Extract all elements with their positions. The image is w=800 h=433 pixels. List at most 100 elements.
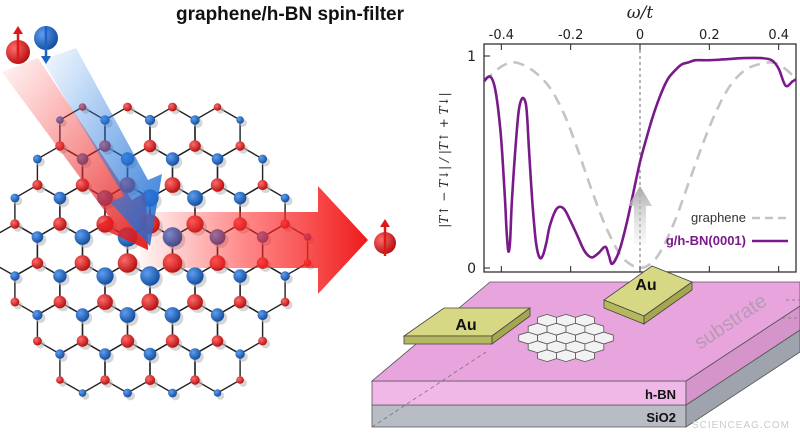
x-axis-label: ω/t [627,3,654,23]
au-left-front [403,335,493,345]
figure-title: graphene/h-BN spin-filter [176,4,405,25]
au-right-label: Au [635,277,656,294]
nitrogen-atom [233,191,247,205]
boron-atom [74,255,91,271]
nitrogen-atom [123,388,132,398]
boron-atom [213,103,222,111]
nitrogen-atom [165,152,180,166]
nitrogen-atom [143,347,157,361]
nitrogen-atom [53,269,67,283]
nitrogen-atom [75,308,90,322]
boron-atom [211,335,224,347]
boron-atom [164,177,181,193]
nitrogen-atom [236,116,244,124]
nitrogen-atom [280,193,290,203]
au-left-label: Au [455,317,476,334]
nitrogen-atom [10,193,20,203]
nitrogen-atom [31,231,44,243]
nitrogen-atom [210,308,225,322]
y-tick-label: 1 [467,49,476,65]
boron-atom [190,375,200,385]
boron-atom [141,293,159,311]
spin-up-electron-icon [6,26,30,64]
nitrogen-atom [96,267,114,285]
nitrogen-atom [10,271,20,281]
boron-atom [165,334,180,348]
boron-atom [235,141,245,151]
boron-atom [117,253,138,273]
nitrogen-atom [53,191,67,205]
blue-incoming-arrow [42,48,162,246]
legend-graphene-label: graphene [691,210,746,225]
nitrogen-atom [144,114,156,126]
nitrogen-atom [168,388,177,398]
x-tick-label: -0.4 [489,28,514,43]
boron-atom [76,335,89,347]
nitrogen-atom [33,154,42,164]
lattice-hexagon [0,223,39,277]
graphene-flake [518,313,614,363]
nitrogen-atom [280,271,290,281]
boron-atom [10,297,20,307]
nitrogen-atom [164,307,181,323]
boron-atom [32,179,43,191]
y-axis-ticks: 01 [467,49,490,277]
boron-atom [144,374,156,386]
boron-atom [258,336,267,346]
nitrogen-atom [189,348,201,360]
hbn-label: h-BN [645,387,676,402]
boron-atom [236,376,244,384]
y-tick-label: 0 [467,261,476,277]
device-stack: substrate h-BN SiO2 Au Au [370,265,800,428]
y-axis-label: |T↑ − T↓| / |T↑ + T↓| [437,92,451,227]
nitrogen-atom [213,389,222,397]
boron-atom [97,294,113,310]
nitrogen-atom [32,309,43,321]
hidden-edge-left [371,351,487,428]
nitrogen-atom [99,348,111,360]
boron-atom [100,375,110,385]
gray-up-arrow [628,186,652,244]
sio2-label: SiO2 [646,410,676,425]
nitrogen-atom [186,267,204,285]
au-left-side [491,307,531,345]
nitrogen-atom [78,389,87,397]
flake-hexagon [594,331,614,345]
series-ghbn-line [482,56,797,266]
boron-atom [210,178,225,192]
boron-atom [53,295,67,309]
boron-atom [280,297,290,307]
boron-atom [31,257,44,269]
x-tick-label: 0.4 [768,28,789,43]
series-graphene-line [483,61,794,270]
watermark: SCIENCEAG.COM [691,420,790,431]
nitrogen-atom [258,154,267,164]
nitrogen-atom [211,153,224,165]
boron-atom [53,217,67,231]
nitrogen-atom [187,190,203,206]
nitrogen-atom [140,266,160,286]
boron-atom [189,140,201,152]
sio2-front [371,404,687,428]
x-tick-label: -0.2 [558,28,583,43]
boron-atom [33,336,42,346]
nitrogen-atom [190,115,200,125]
nitrogen-atom [119,307,136,323]
boron-atom [123,102,132,112]
spin-up-electron-out-icon [374,219,396,256]
boron-atom [143,139,157,153]
au-right-side [643,281,693,325]
boron-atom [10,219,20,229]
boron-atom [257,179,268,191]
nitrogen-atom [74,229,91,245]
legend-ghbn-label: g/h-BN(0001) [666,233,746,248]
legend: graphene g/h-BN(0001) [666,210,788,248]
x-tick-label: 0 [636,28,644,43]
x-axis-ticks: -0.4 -0.2 0 0.2 0.4 [489,28,789,272]
boron-atom [168,102,177,112]
x-tick-label: 0.2 [699,28,720,43]
nitrogen-atom [55,349,65,359]
